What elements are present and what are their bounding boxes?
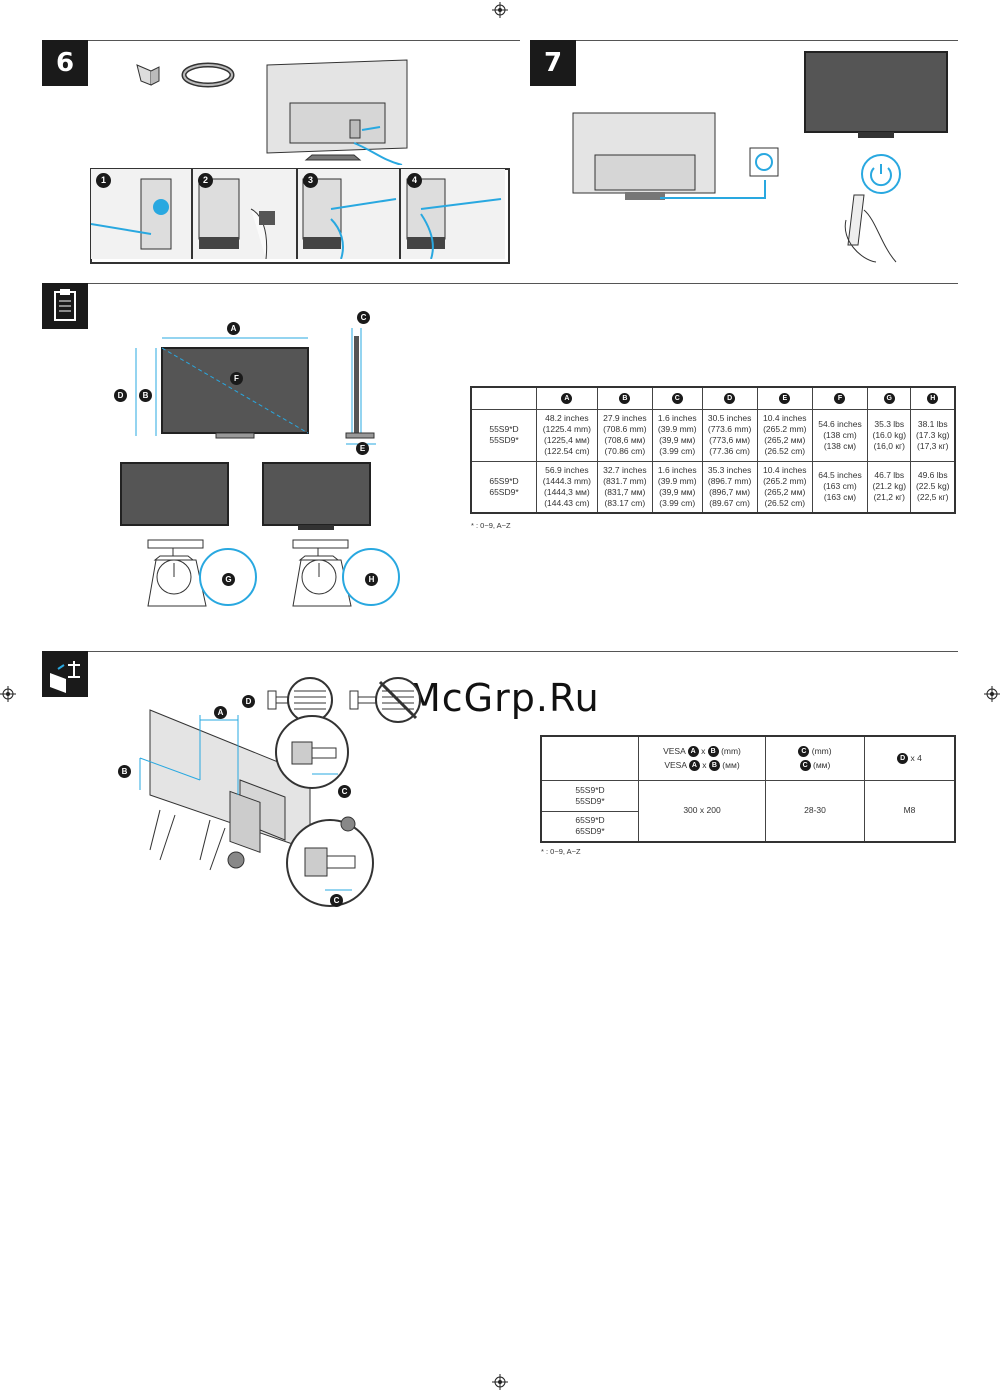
value-cell: 10.4 inches(265.2 mm)(265,2 мм)(26.52 cm…	[756, 408, 813, 462]
value-cell: 64.5 inches(163 cm)(163 см)	[811, 460, 869, 514]
vesa-footnote: * : 0~9, A~Z	[541, 847, 581, 856]
value-cell: 38.1 lbs(17.3 kg)(17,3 кг)	[910, 408, 956, 462]
tv-front-powered	[804, 51, 948, 138]
mount-c-label-top: C	[338, 785, 351, 798]
vesa-value-cell: 300 x 200	[638, 779, 766, 843]
tv-dimension-diagram	[135, 328, 376, 445]
dim-g-label: G	[222, 573, 235, 586]
section-rule	[530, 40, 958, 41]
value-cell: 27.9 inches(708.6 mm)(708,6 мм)(70.86 cm…	[596, 408, 653, 462]
table-header: E	[756, 386, 813, 410]
d-header: D x 4	[864, 735, 956, 781]
screw-d-label: D	[242, 695, 255, 708]
dim-h-label: H	[365, 573, 378, 586]
tv-weight-diagram	[120, 462, 400, 607]
cable-steps-drawings	[91, 169, 505, 259]
section-rule	[42, 40, 520, 41]
value-cell: 10.4 inches(265.2 mm)(265,2 мм)(26.52 cm…	[756, 460, 813, 514]
table-header: B	[596, 386, 653, 410]
table-header: D	[701, 386, 758, 410]
value-cell: 46.7 lbs(21.2 kg)(21,2 кг)	[867, 460, 912, 514]
screw-correct-incorrect-icons	[267, 677, 421, 723]
section-rule	[42, 283, 958, 284]
registration-mark-bottom	[492, 1374, 508, 1390]
table-header: F	[811, 386, 869, 410]
c-value-cell: 28-30	[765, 779, 865, 843]
watermark-text: McGrp.Ru	[408, 676, 600, 720]
dim-c-label: C	[357, 311, 370, 324]
registration-mark-left	[0, 686, 16, 702]
mount-a-label: A	[214, 706, 227, 719]
registration-mark-right	[984, 686, 1000, 702]
cable-accessories-icon	[136, 62, 235, 88]
value-cell: 48.2 inches(1225.4 mm)(1225,4 мм)(122.54…	[536, 408, 598, 462]
value-cell: 56.9 inches(1444.3 mm)(1444,3 мм)(144.43…	[536, 460, 598, 514]
value-cell: 1.6 inches(39.9 mm)(39,9 мм)(3.99 cm)	[651, 408, 703, 462]
value-cell: 32.7 inches(831.7 mm)(831,7 мм)(83.17 cm…	[596, 460, 653, 514]
wall-mount-icon	[42, 651, 88, 697]
table-header: A	[536, 386, 598, 410]
wall-mount-back-diagram	[139, 709, 374, 907]
sub-step-2-badge: 2	[198, 173, 213, 188]
table-header-empty	[540, 735, 639, 781]
sub-step-1-badge: 1	[96, 173, 111, 188]
table-header-empty	[470, 386, 537, 410]
vesa-header: VESA A x B (mm) VESA A x B (мм)	[638, 735, 766, 781]
value-cell: 49.6 lbs(22.5 kg)(22,5 кг)	[910, 460, 956, 514]
table-header: H	[910, 386, 956, 410]
section-rule	[42, 651, 958, 652]
table-header: C	[651, 386, 703, 410]
value-cell: 35.3 inches(896.7 mm)(896,7 мм)(89.67 cm…	[701, 460, 758, 514]
dim-d-label: D	[114, 389, 127, 402]
value-cell: 30.5 inches(773.6 mm)(773,6 мм)(77.36 cm…	[701, 408, 758, 462]
dim-a-label: A	[227, 322, 240, 335]
value-cell: 35.3 lbs(16.0 kg)(16,0 кг)	[867, 408, 912, 462]
value-cell: 1.6 inches(39.9 mm)(39,9 мм)(3.99 cm)	[651, 460, 703, 514]
table-header: G	[867, 386, 912, 410]
dim-b-label: B	[139, 389, 152, 402]
sub-step-3-badge: 3	[303, 173, 318, 188]
mount-b-label: B	[118, 765, 131, 778]
mount-c-label-bottom: C	[330, 894, 343, 907]
step-7-number: 7	[530, 40, 576, 86]
d-value-cell: M8	[864, 779, 956, 843]
value-cell: 54.6 inches(138 cm)(138 см)	[811, 408, 869, 462]
specifications-clipboard-icon	[42, 283, 88, 329]
c-header: C (mm) C (мм)	[765, 735, 865, 781]
registration-mark-top	[492, 2, 508, 18]
tv-back-cable-illustration	[266, 59, 408, 165]
remote-power-illustration	[844, 154, 901, 263]
sub-step-4-badge: 4	[407, 173, 422, 188]
vesa-spec-table: VESA A x B (mm) VESA A x B (мм) C (mm) C…	[540, 735, 956, 843]
dim-f-label: F	[230, 372, 243, 385]
step-6-number: 6	[42, 40, 88, 86]
spec-footnote: * : 0~9, A~Z	[471, 521, 511, 530]
tv-plug-in-illustration	[572, 112, 779, 200]
dim-e-label: E	[356, 442, 369, 455]
